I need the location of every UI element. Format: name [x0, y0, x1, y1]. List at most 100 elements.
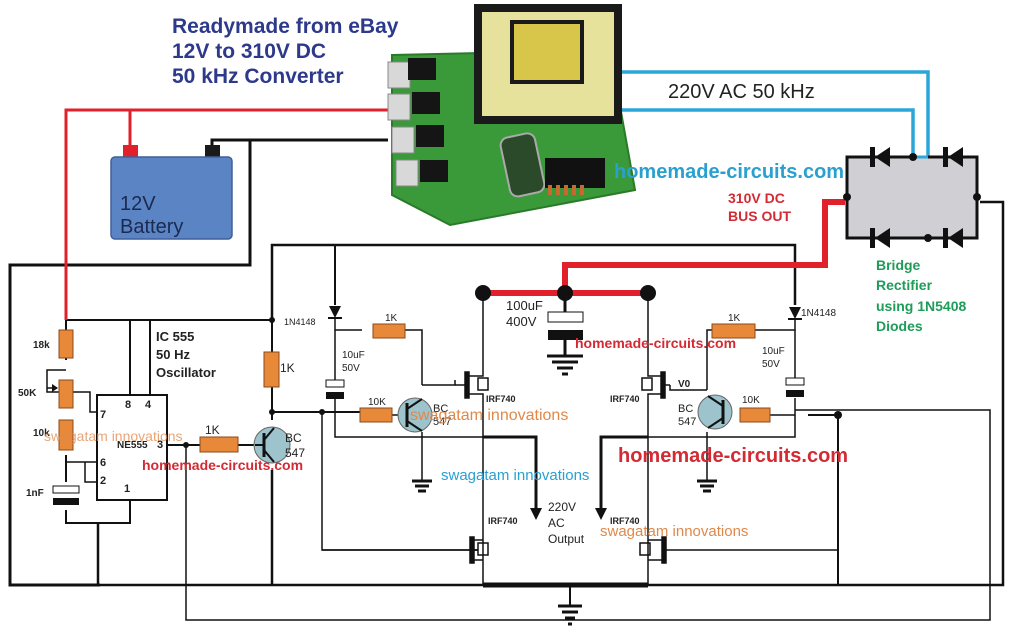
- label-v0: V0: [678, 379, 691, 390]
- mosfet-icon: [469, 536, 489, 564]
- label-1k-left: 1K: [385, 313, 398, 324]
- potentiometer-50k: [58, 379, 74, 409]
- wire-battery-negative: [210, 138, 388, 150]
- ground-icon: [547, 354, 583, 376]
- label-q-right-1: BC: [678, 403, 693, 415]
- watermark-orange-mid: swagatam innovations: [410, 407, 568, 424]
- output-label-1: 220V: [548, 500, 576, 514]
- dc-bus-label-2: BUS OUT: [728, 208, 791, 224]
- label-18k: 18k: [33, 340, 50, 351]
- title-line-2: 12V to 310V DC: [172, 40, 326, 63]
- label-q-left-2: 547: [433, 416, 451, 428]
- diode-icon: [870, 147, 875, 167]
- bridge-label-1: Bridge: [876, 257, 921, 273]
- pin-4: 4: [145, 399, 152, 411]
- label-diode-left: 1N4148: [284, 317, 316, 327]
- ac-output-label: 220V AC 50 kHz: [668, 81, 815, 103]
- resistor-1k-base: [199, 436, 239, 453]
- resistor-1k-left: [372, 323, 406, 339]
- watermark-red-right: homemade-circuits.com: [618, 445, 848, 467]
- bridge-label-3: using 1N5408: [876, 298, 966, 314]
- label-q-right-2: 547: [678, 416, 696, 428]
- resistors: [58, 323, 771, 453]
- wire-battery-positive: [64, 108, 388, 320]
- pin-1: 1: [124, 483, 130, 495]
- ground-icon: [697, 479, 717, 493]
- mosfet-icon: [641, 371, 670, 399]
- label-10k-left: 10K: [368, 397, 386, 408]
- label-cap-left-1: 10uF: [342, 350, 365, 361]
- label-mosfet-br: IRF740: [610, 516, 640, 526]
- title-line-1: Readymade from eBay: [172, 15, 399, 38]
- diode-icons: [843, 147, 981, 248]
- ne555-chip: [96, 394, 168, 501]
- resistor-1k-collector: [263, 351, 280, 388]
- label-q-main-2: 547: [285, 446, 305, 460]
- chip-label: NE555: [117, 440, 148, 451]
- label-1k-collector: 1K: [280, 361, 295, 375]
- label-cap-right-2: 50V: [762, 359, 780, 370]
- label-10k-right: 10K: [742, 395, 760, 406]
- mosfets: [455, 371, 670, 564]
- label-mosfet-bl: IRF740: [488, 516, 518, 526]
- mosfet-icon: [639, 536, 667, 564]
- resistor-10k: [58, 419, 74, 451]
- wire-ac-secondary-2: [618, 108, 915, 157]
- output-arrows: [530, 508, 607, 520]
- ground-icon: [412, 479, 432, 493]
- pin-2: 2: [100, 475, 106, 487]
- label-cap-left-2: 50V: [342, 363, 360, 374]
- battery-label: Battery: [120, 216, 183, 238]
- label-q-main-1: BC: [285, 431, 302, 445]
- title-line-3: 50 kHz Converter: [172, 65, 344, 88]
- label-cbus-2: 400V: [506, 314, 537, 329]
- arrow-down-icon: [530, 508, 542, 520]
- resistor-10k-right: [739, 407, 771, 423]
- bridge-rectifier: [843, 147, 981, 248]
- arrow-down-icon: [595, 508, 607, 520]
- pin-8: 8: [125, 399, 131, 411]
- diode-icon: [870, 228, 875, 248]
- watermark-blue-mid: swagatam innovations: [441, 467, 589, 484]
- bridge-label-4: Diodes: [876, 318, 923, 334]
- battery-icon: [110, 145, 233, 240]
- capacitors: [52, 293, 805, 505]
- label-diode-right: 1N4148: [801, 308, 836, 319]
- pin-3: 3: [157, 439, 163, 451]
- black-wires: [8, 138, 1005, 621]
- pin-6: 6: [100, 457, 106, 469]
- bridge-label-2: Rectifier: [876, 277, 933, 293]
- output-label-2: AC: [548, 516, 565, 530]
- diode-icon: [943, 147, 948, 167]
- label-1k-right: 1K: [728, 313, 741, 324]
- watermark-red-mid: homemade-circuits.com: [575, 335, 736, 351]
- watermark-orange-left: swagatam innovations: [44, 428, 183, 444]
- resistor-10k-left: [359, 407, 393, 423]
- label-mosfet-tr: IRF740: [610, 394, 640, 404]
- watermark-red-left: homemade-circuits.com: [142, 457, 303, 473]
- transistors: [253, 394, 733, 464]
- dc-bus-label-1: 310V DC: [728, 190, 785, 206]
- resistor-18k: [58, 329, 74, 359]
- watermark-blue-top: homemade-circuits.com: [614, 161, 844, 183]
- resistor-1k-right: [711, 323, 756, 339]
- ground-icon: [558, 604, 582, 626]
- label-10k: 10k: [33, 428, 50, 439]
- label-cap-right-1: 10uF: [762, 346, 785, 357]
- diode-icon: [789, 307, 801, 319]
- label-cbus-1: 100uF: [506, 298, 543, 313]
- diode-icon: [329, 306, 341, 318]
- pin-7: 7: [100, 409, 106, 421]
- label-mosfet-tl: IRF740: [486, 394, 516, 404]
- battery-voltage: 12V: [120, 193, 156, 215]
- oscillator-label-1: IC 555: [156, 329, 194, 344]
- wire-12v-bus: [270, 243, 797, 320]
- label-1nf: 1nF: [26, 488, 44, 499]
- label-50k: 50K: [18, 388, 37, 399]
- oscillator-label-3: Oscillator: [156, 365, 216, 380]
- label-q-left-1: BC: [433, 403, 448, 415]
- mosfet-icon: [455, 371, 489, 399]
- converter-board-image: [387, 4, 637, 227]
